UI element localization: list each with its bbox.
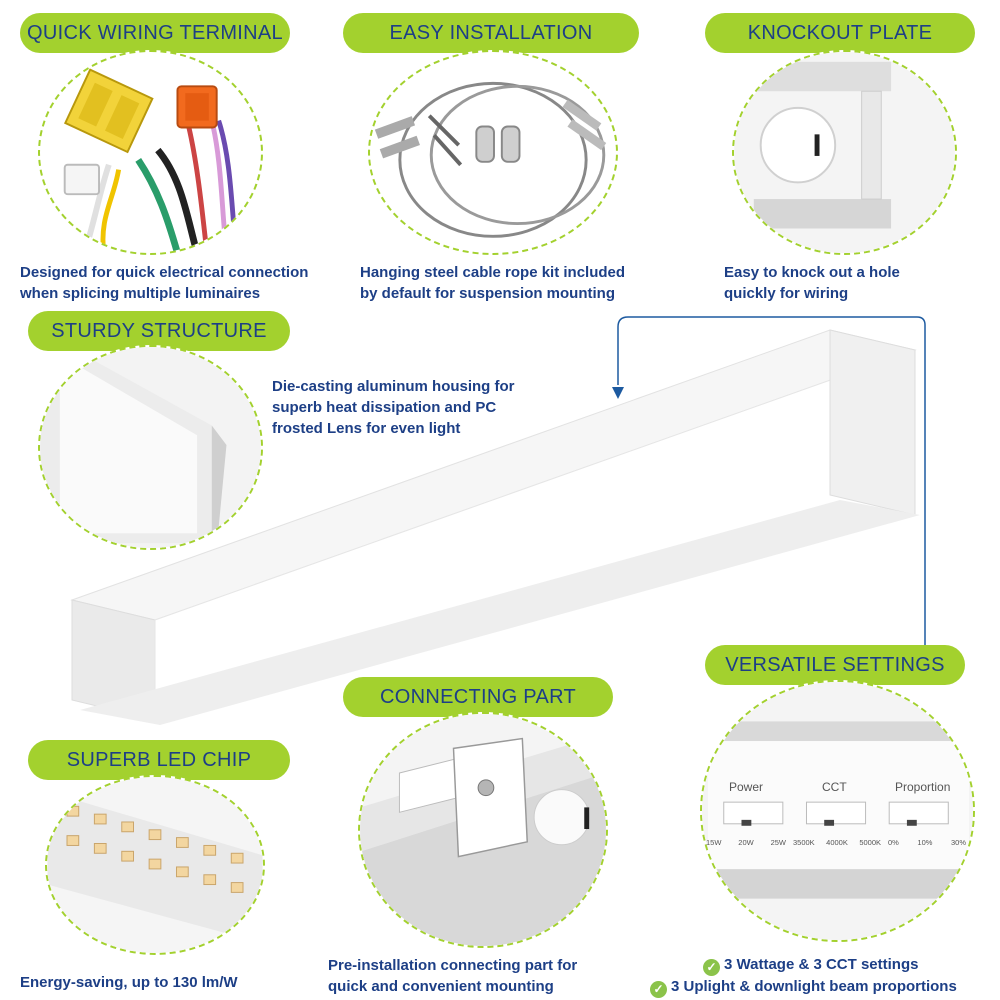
versatile-settings-title: VERSATILE SETTINGS bbox=[705, 645, 965, 685]
versatile-bullet-1: ✓3 Wattage & 3 CCT settings bbox=[650, 954, 995, 976]
knockout-plate-desc-line2: quickly for wiring bbox=[724, 285, 849, 302]
quick-wiring-desc-line2: when splicing multiple luminaires bbox=[20, 285, 261, 302]
proportion-option: 0% bbox=[888, 838, 899, 847]
sturdy-structure-desc-line2: superb heat dissipation and PC bbox=[272, 399, 497, 416]
quick-wiring-desc-line1: Designed for quick electrical connection bbox=[20, 264, 309, 281]
wiring-terminal-illustration bbox=[63, 68, 239, 253]
power-option: 15W bbox=[706, 838, 722, 847]
settings-switch-panel bbox=[702, 682, 973, 940]
sturdy-structure-desc-line3: frosted Lens for even light bbox=[272, 420, 461, 437]
sturdy-structure-desc-line1: Die-casting aluminum housing for bbox=[272, 378, 515, 395]
cct-options: 3500K 4000K 5000K bbox=[793, 838, 881, 847]
proportion-options: 0% 10% 30% bbox=[888, 838, 966, 847]
connecting-part-image bbox=[358, 712, 608, 948]
versatile-settings-bullets: ✓3 Wattage & 3 CCT settings ✓3 Uplight &… bbox=[650, 954, 995, 998]
connecting-part-title: CONNECTING PART bbox=[343, 677, 613, 717]
versatile-bullet-2: ✓3 Uplight & downlight beam proportions bbox=[650, 976, 995, 998]
connecting-part-illustration bbox=[360, 714, 606, 946]
check-icon: ✓ bbox=[703, 959, 720, 976]
knockout-plate-illustration bbox=[734, 52, 955, 253]
versatile-settings-image bbox=[700, 680, 975, 942]
easy-installation-desc-line1: Hanging steel cable rope kit included bbox=[360, 264, 626, 281]
cct-switch-label: CCT bbox=[822, 780, 847, 794]
knockout-plate-desc: Easy to knock out a hole quickly for wir… bbox=[724, 262, 984, 304]
connecting-part-desc-line2: quick and convenient mounting bbox=[328, 978, 554, 995]
quick-wiring-title: QUICK WIRING TERMINAL bbox=[20, 13, 290, 53]
superb-led-chip-desc: Energy-saving, up to 130 lm/W bbox=[20, 972, 320, 993]
knockout-plate-title: KNOCKOUT PLATE bbox=[705, 13, 975, 53]
sturdy-structure-desc: Die-casting aluminum housing for superb … bbox=[272, 376, 572, 439]
proportion-option: 30% bbox=[950, 838, 966, 847]
power-options: 15W 20W 25W bbox=[706, 838, 786, 847]
cable-kit-illustration bbox=[374, 81, 607, 238]
led-chip-illustration bbox=[47, 777, 263, 953]
connecting-part-desc: Pre-installation connecting part for qui… bbox=[328, 955, 628, 997]
cct-option: 4000K bbox=[826, 838, 848, 847]
proportion-switch-label: Proportion bbox=[895, 780, 951, 794]
linear-light-fixture bbox=[70, 316, 926, 725]
quick-wiring-image bbox=[38, 50, 263, 255]
superb-led-chip-desc-line1: Energy-saving, up to 130 lm/W bbox=[20, 974, 238, 991]
versatile-bullet-1-text: 3 Wattage & 3 CCT settings bbox=[724, 956, 919, 973]
sturdy-structure-image bbox=[38, 345, 263, 550]
versatile-bullet-2-text: 3 Uplight & downlight beam proportions bbox=[671, 978, 957, 995]
power-option: 20W bbox=[738, 838, 754, 847]
superb-led-chip-image bbox=[45, 775, 265, 955]
easy-installation-image bbox=[368, 50, 618, 255]
check-icon: ✓ bbox=[650, 981, 667, 998]
connecting-part-desc-line1: Pre-installation connecting part for bbox=[328, 957, 578, 974]
easy-installation-title: EASY INSTALLATION bbox=[343, 13, 639, 53]
cct-option: 3500K bbox=[793, 838, 815, 847]
quick-wiring-desc: Designed for quick electrical connection… bbox=[20, 262, 350, 304]
cct-option: 5000K bbox=[859, 838, 881, 847]
superb-led-chip-title: SUPERB LED CHIP bbox=[28, 740, 290, 780]
power-option: 25W bbox=[770, 838, 786, 847]
easy-installation-desc-line2: by default for suspension mounting bbox=[360, 285, 615, 302]
knockout-plate-desc-line1: Easy to knock out a hole bbox=[724, 264, 900, 281]
sturdy-structure-title: STURDY STRUCTURE bbox=[28, 311, 290, 351]
power-switch-label: Power bbox=[729, 780, 764, 794]
proportion-option: 10% bbox=[917, 838, 933, 847]
knockout-plate-image bbox=[732, 50, 957, 255]
housing-corner-illustration bbox=[40, 347, 261, 548]
easy-installation-desc: Hanging steel cable rope kit included by… bbox=[360, 262, 670, 304]
